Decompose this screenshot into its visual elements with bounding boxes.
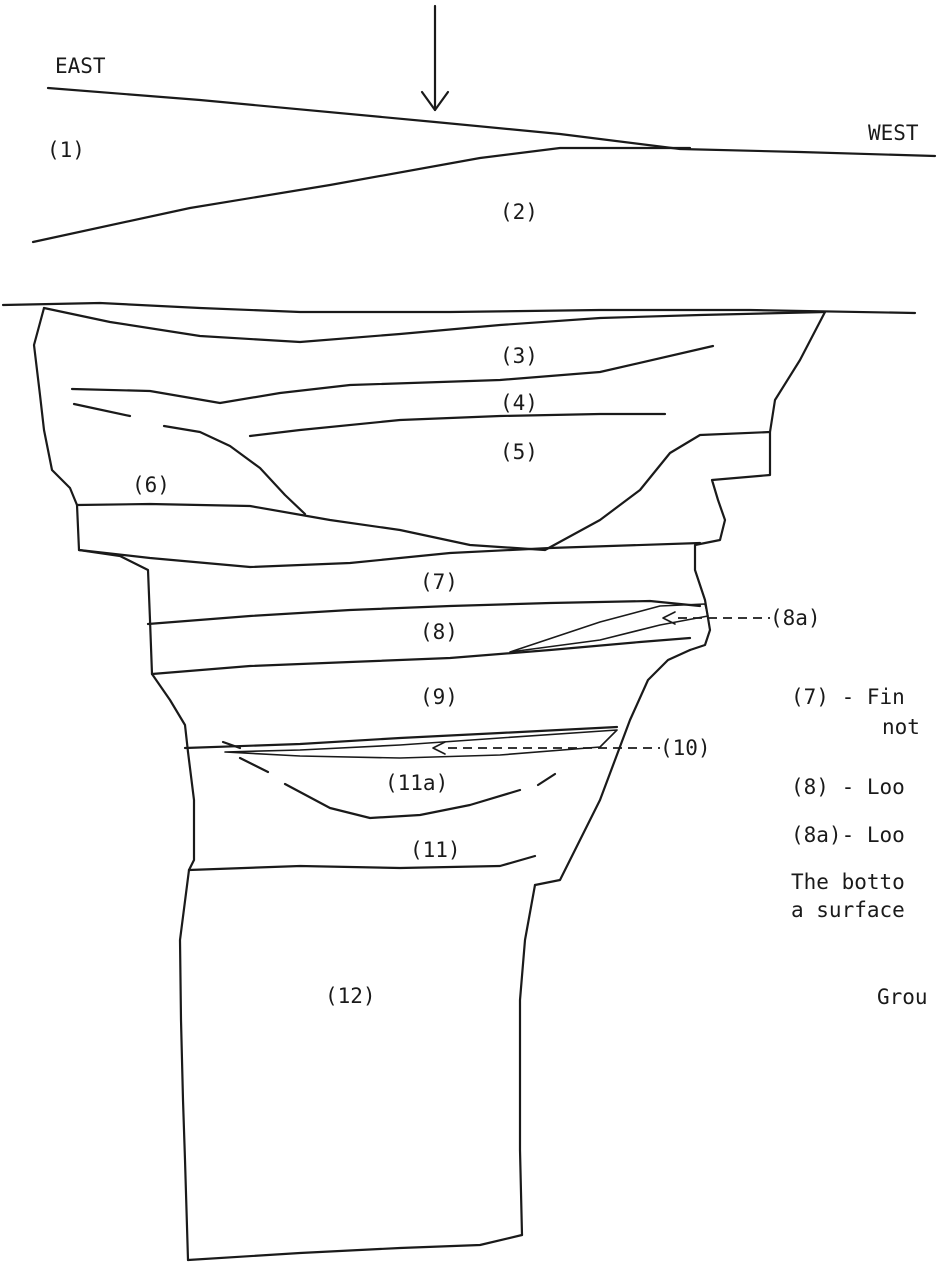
- layer-label-2: (2): [500, 200, 538, 224]
- layer-11a-dash-left: [240, 758, 268, 772]
- ground-surface-line: [48, 88, 935, 156]
- layer-label-3: (3): [500, 344, 538, 368]
- layer-label-7: (7): [420, 570, 458, 594]
- callout-10-arrow-icon: [433, 742, 445, 754]
- note-bottom-line-2: a surface: [791, 898, 905, 922]
- layer-6-boundary: [164, 426, 305, 514]
- layer-6-fragment: [74, 404, 130, 416]
- layer-4-5-boundary: [250, 414, 665, 436]
- layer-12-right-outline: [520, 885, 535, 1235]
- layer-label-12: (12): [325, 984, 376, 1008]
- lower-section-top-line: [3, 303, 915, 313]
- layer-label-4: (4): [500, 391, 538, 415]
- layer-12-bottom: [188, 1235, 522, 1260]
- note-7-line-2: not: [882, 715, 920, 739]
- layer-3-4-boundary: [72, 346, 713, 403]
- location-arrow-icon: [422, 6, 448, 110]
- note-ground: Grou: [877, 985, 928, 1009]
- layer-9-outline-left: [152, 674, 188, 752]
- note-bottom-line-1: The botto: [791, 870, 905, 894]
- layer-11-12-boundary: [189, 856, 535, 870]
- layer-6-7-boundary: [79, 543, 700, 567]
- layer-label-5: (5): [500, 440, 538, 464]
- layer-label-11a: (11a): [385, 771, 448, 795]
- layer-12-left-outline: [180, 870, 189, 1260]
- note-7-line-1: (7) - Fin: [791, 685, 905, 709]
- layer-9-outline-right: [535, 650, 690, 885]
- section-right-outline: [690, 312, 825, 650]
- layer-5-bottom: [77, 432, 770, 550]
- west-label: WEST: [868, 121, 919, 145]
- note-8: (8) - Loo: [791, 775, 905, 799]
- layer-label-1: (1): [47, 138, 85, 162]
- layer-label-11: (11): [410, 838, 461, 862]
- layer-label-6: (6): [132, 473, 170, 497]
- layer-label-9: (9): [420, 685, 458, 709]
- note-8a: (8a)- Loo: [791, 823, 905, 847]
- layer-1-2-boundary: [33, 148, 690, 242]
- callout-label-10: (10): [660, 736, 711, 760]
- callout-label-8a: (8a): [770, 606, 821, 630]
- layer-label-8: (8): [420, 620, 458, 644]
- layer-11-left-outline: [188, 752, 194, 870]
- layer-11a-dash-right: [538, 774, 555, 785]
- east-label: EAST: [55, 54, 106, 78]
